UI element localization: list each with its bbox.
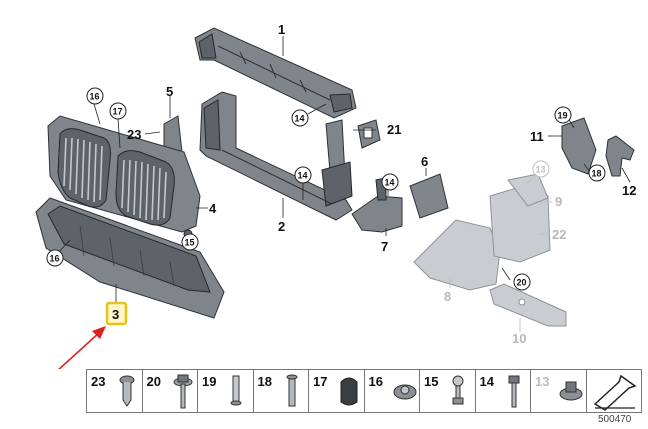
callout-5: 5 — [166, 84, 173, 99]
callout-1: 1 — [278, 22, 285, 37]
callout-22: 22 — [552, 227, 566, 242]
part-21-bracket — [357, 119, 381, 149]
callouts: 1 2 3 4 5 6 7 8 9 10 11 12 22 21 23 — [105, 22, 636, 346]
part-4-kidney-grille — [47, 115, 201, 239]
part-1-upper-support — [194, 27, 357, 119]
part-9-bracket — [507, 173, 549, 207]
callout-12: 12 — [622, 183, 636, 198]
callout-20: 20 — [517, 278, 527, 288]
ball-stud-icon — [452, 375, 464, 405]
pin-screw-icon — [230, 375, 242, 406]
callout-7: 7 — [381, 239, 388, 254]
callout-21: 21 — [387, 122, 401, 137]
callout-19: 19 — [558, 111, 568, 121]
circled-callouts: 16 17 14 14 14 15 16 13 18 19 20 — [46, 87, 606, 291]
legend-number: 18 — [257, 374, 272, 389]
long-screw-icon — [286, 374, 297, 407]
expanding-rivet-icon — [119, 375, 135, 407]
parts-diagram: 1 2 3 4 5 6 7 8 9 10 11 12 22 21 23 16 1… — [35, 22, 636, 369]
legend-number: 20 — [146, 374, 161, 389]
flat-arrow-icon — [593, 374, 637, 411]
callout-8: 8 — [444, 289, 451, 304]
rubber-mount-icon — [340, 377, 358, 406]
document-id: 500470 — [598, 414, 632, 425]
part-3-lower-air-duct — [35, 197, 225, 319]
legend-item-16[interactable]: 16 — [365, 370, 420, 412]
callout-18: 18 — [592, 169, 602, 179]
legend-item-15[interactable]: 15 — [420, 370, 476, 412]
legend-number: 19 — [202, 374, 217, 389]
fastener-legend: 23 20 19 18 17 16 — [86, 369, 642, 413]
part-10-bracket — [489, 283, 567, 327]
part-6-air-guide — [409, 173, 449, 219]
callout-4: 4 — [209, 201, 217, 216]
part-12-bracket — [605, 135, 635, 177]
legend-item-14[interactable]: 14 — [476, 370, 531, 412]
highlight-box-3 — [105, 301, 128, 326]
legend-item-13[interactable]: 13 — [531, 370, 587, 412]
legend-number: 14 — [479, 374, 494, 389]
flange-clip-icon — [559, 381, 583, 401]
callout-10: 10 — [512, 331, 526, 346]
part-11-bracket — [561, 117, 597, 175]
flange-clip-nut-icon — [393, 384, 416, 400]
legend-number: 15 — [424, 374, 439, 389]
callout-14-right: 14 — [385, 178, 395, 188]
callout-16-top: 16 — [90, 92, 100, 102]
legend-end-cell — [587, 370, 642, 412]
part-2-support-frame — [199, 91, 353, 221]
legend-number: 23 — [91, 374, 106, 389]
pointer-arrow — [58, 326, 106, 369]
callout-17: 17 — [113, 107, 123, 117]
callout-3: 3 — [112, 307, 119, 322]
legend-item-23[interactable]: 23 — [87, 370, 143, 412]
legend-item-19[interactable]: 19 — [198, 370, 254, 412]
callout-13: 13 — [536, 165, 546, 175]
callout-14-upper: 14 — [295, 114, 305, 124]
legend-item-17[interactable]: 17 — [309, 370, 365, 412]
legend-number: 16 — [368, 374, 383, 389]
callout-11: 11 — [530, 129, 544, 144]
legend-item-18[interactable]: 18 — [254, 370, 309, 412]
callout-16-bottom: 16 — [50, 254, 60, 264]
callout-9: 9 — [555, 194, 562, 209]
callout-6: 6 — [421, 154, 428, 169]
legend-item-20[interactable]: 20 — [143, 370, 198, 412]
hex-bolt-washer-icon — [173, 374, 192, 409]
legend-number: 17 — [313, 374, 328, 389]
legend-number: 13 — [535, 374, 550, 389]
hex-screw-icon — [508, 375, 519, 408]
callout-15: 15 — [185, 238, 195, 248]
callout-14-middle: 14 — [298, 171, 308, 181]
callout-23: 23 — [127, 127, 141, 142]
callout-2: 2 — [278, 219, 285, 234]
